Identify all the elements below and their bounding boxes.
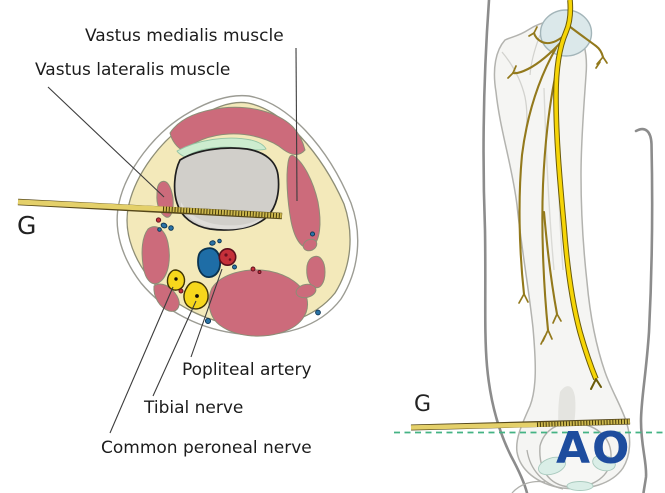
bone-detail-line — [529, 34, 541, 76]
muscle-shape — [153, 283, 180, 312]
leader-vastus-lateralis — [47, 86, 165, 198]
guide-wire-right — [410, 418, 631, 431]
nerve-dot — [195, 294, 199, 298]
vessel-dot-blue — [209, 240, 216, 246]
guide-wire-thread — [162, 206, 283, 219]
nerve-dot — [174, 277, 178, 281]
muscle-shape — [295, 283, 317, 299]
leg-contour-right — [634, 127, 654, 493]
nerve-branch — [542, 210, 559, 316]
muscle-shape — [302, 238, 318, 252]
vessel-dot-blue — [204, 317, 212, 325]
nerve-branch-fork — [595, 56, 608, 69]
nerve-branch — [532, 31, 568, 45]
vessel-dot-blue — [160, 222, 168, 229]
muscle-shape — [306, 255, 326, 289]
nerve-branch — [518, 46, 558, 296]
label-guide-wire-left: G — [17, 211, 37, 240]
cartilage-patch — [538, 456, 566, 476]
leader-tibial-nerve — [152, 300, 197, 397]
nerve-branch-fork — [552, 313, 562, 324]
leader-common-peroneal-nerve — [109, 286, 174, 434]
femur-highlight — [181, 202, 268, 230]
vessel-dot-blue — [157, 227, 162, 232]
vessel-dot-blue — [232, 264, 237, 270]
vessel-dot-blue — [315, 309, 321, 316]
vessel-dot-red — [257, 270, 262, 274]
label-guide-wire-right: G — [414, 392, 432, 417]
leader-vastus-medialis — [295, 47, 298, 202]
guide-wire-body — [410, 422, 539, 430]
cross-section-illustration — [17, 94, 359, 337]
label-vastus-medialis: Vastus medialis muscle — [85, 26, 284, 46]
nerve-branch-fork — [528, 26, 538, 37]
sciatic-nerve-fork — [590, 378, 602, 390]
popliteal-vein-shape — [197, 247, 222, 278]
guide-wire-body — [17, 199, 165, 212]
vessel-dot-red — [178, 288, 184, 294]
label-popliteal-artery: Popliteal artery — [182, 360, 312, 380]
ao-logo: AO — [556, 423, 632, 474]
nerve-branch — [567, 24, 605, 59]
nerve-branch — [511, 38, 565, 75]
vessel-dot-blue — [217, 238, 222, 244]
condyle-arc — [526, 449, 564, 490]
cartilage-patch — [566, 481, 594, 491]
vessel-dot-blue — [168, 225, 174, 231]
guide-wire-left — [17, 198, 283, 220]
bone-detail-line — [543, 87, 555, 271]
tibia-hint-arc — [511, 480, 546, 493]
label-vastus-lateralis: Vastus lateralis muscle — [35, 60, 231, 80]
artery-lumen-dot — [228, 258, 232, 261]
leg-contour-left — [482, 0, 529, 493]
muscle-shape — [141, 226, 170, 285]
guide-wire-thread — [536, 419, 631, 427]
nerve-branch-fork — [518, 293, 529, 304]
vessel-dot-red — [250, 266, 256, 272]
vessel-dot-blue — [309, 231, 316, 237]
femur-illustration — [394, 0, 663, 493]
leader-popliteal-artery — [190, 268, 223, 358]
nerve-branch-fork — [540, 329, 553, 345]
label-common-peroneal-nerve: Common peroneal nerve — [101, 438, 312, 458]
muscle-shape — [208, 269, 309, 337]
vastus-medialis-shape — [286, 154, 321, 249]
sciatic-nerve-core — [554, 0, 598, 380]
cartilage-patch — [592, 454, 616, 472]
nerve-branch — [541, 53, 562, 332]
nerve-branch-fork — [507, 65, 517, 79]
popliteal-artery-shape — [218, 248, 237, 267]
nerve-branches — [507, 24, 608, 345]
artery-lumen-dot — [224, 253, 228, 257]
small-vessel-dots — [155, 217, 321, 325]
label-tibial-nerve: Tibial nerve — [144, 398, 244, 418]
sciatic-nerve — [553, 0, 602, 390]
leader-lines — [47, 47, 298, 434]
vessel-dot-red — [155, 217, 162, 223]
